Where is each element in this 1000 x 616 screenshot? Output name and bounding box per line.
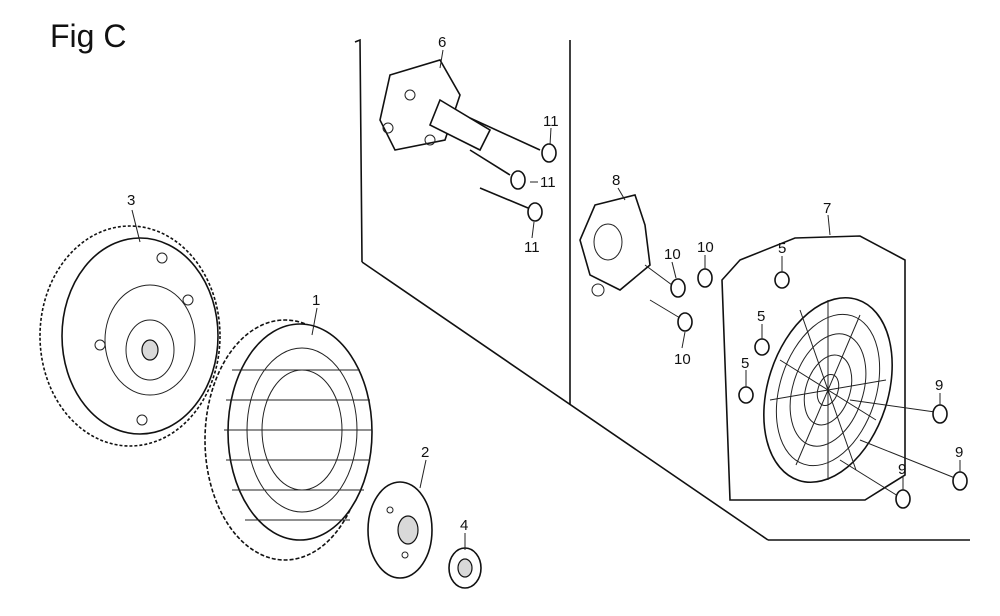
callout-part-10a: 10 xyxy=(664,246,681,263)
callout-part-10b: 10 xyxy=(697,239,714,256)
bolt-10-group xyxy=(644,264,713,332)
fan-shaft-housing-part xyxy=(379,59,492,152)
nut-5-group xyxy=(738,271,790,404)
leader-lines xyxy=(131,49,961,550)
screw-9-group xyxy=(839,399,968,509)
flywheel-nut-part xyxy=(448,547,482,589)
callout-part-5b: 5 xyxy=(757,308,765,325)
fan-cover-box xyxy=(721,235,906,501)
figure-title: Fig C xyxy=(50,18,127,54)
cooling-fan-part xyxy=(204,319,373,561)
frame-lines xyxy=(354,38,970,541)
fan-guard-part xyxy=(763,296,893,484)
callout-part-11a: 11 xyxy=(543,113,559,130)
callout-part-9a: 9 xyxy=(935,377,943,394)
callout-part-10c: 10 xyxy=(674,351,691,368)
bolt-11-group xyxy=(469,117,557,222)
callout-part-9b: 9 xyxy=(955,444,963,461)
callout-part-1: 1 xyxy=(312,292,320,309)
callout-part-7: 7 xyxy=(823,200,831,217)
callout-part-11b: 11 xyxy=(540,174,556,191)
fan-plate-part xyxy=(367,481,433,579)
bracket-part xyxy=(579,194,651,297)
callout-part-4: 4 xyxy=(460,517,468,534)
callout-part-5a: 5 xyxy=(778,240,786,257)
callout-part-2: 2 xyxy=(421,444,429,461)
callout-part-5c: 5 xyxy=(741,355,749,372)
callout-part-8: 8 xyxy=(612,172,620,189)
callout-part-3: 3 xyxy=(127,192,135,209)
callout-part-11c: 11 xyxy=(524,239,540,256)
flywheel-part xyxy=(39,225,221,447)
callout-part-9c: 9 xyxy=(898,461,906,478)
callout-part-6: 6 xyxy=(438,34,446,51)
